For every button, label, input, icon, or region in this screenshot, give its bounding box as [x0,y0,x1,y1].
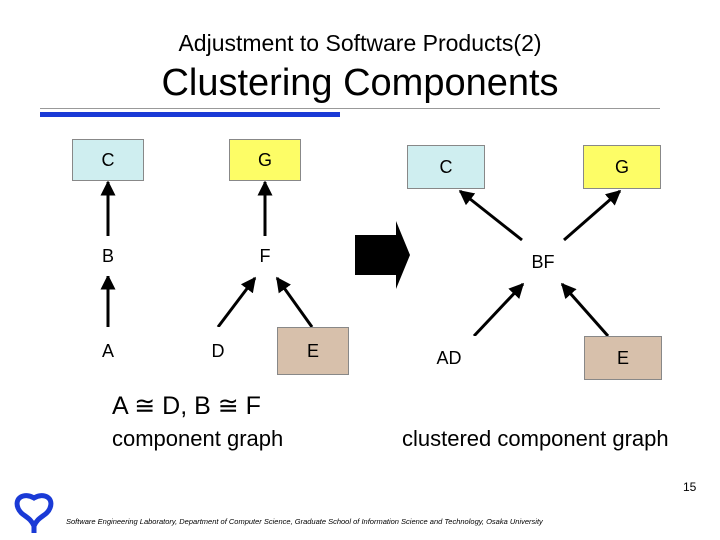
edge-e-to-f [275,276,314,328]
node-clustered-e: E [584,336,662,380]
node-e: E [277,327,349,375]
edge-e-to-bf [560,282,610,337]
equivalence-relation: A ≅ D, B ≅ F [112,392,261,420]
university-logo-icon [14,493,54,533]
caption-clustered-graph: clustered component graph [402,426,669,451]
edge-d-to-f [216,276,257,328]
node-b: B [72,236,144,276]
transform-arrow [355,221,410,289]
node-c: C [72,139,144,181]
node-g: G [229,139,301,181]
footer-text: Software Engineering Laboratory, Departm… [66,517,543,526]
page-number: 15 [683,480,697,494]
edge-ad-to-bf [472,282,525,338]
title-divider-accent [40,112,340,117]
node-clustered-g: G [583,145,661,189]
node-clustered-c: C [407,145,485,189]
edge-bf-to-g [563,189,622,242]
edge-bf-to-c [458,189,523,242]
slide-subtitle: Adjustment to Software Products(2) [178,30,542,56]
slide-title: Clustering Components [161,62,559,104]
caption-component-graph: component graph [112,426,284,451]
title-divider-thin [40,108,660,109]
node-a: A [72,327,144,375]
node-f: F [229,236,301,276]
node-d: D [182,327,254,375]
node-clustered-ad: AD [410,336,488,380]
node-clustered-bf: BF [510,242,576,282]
